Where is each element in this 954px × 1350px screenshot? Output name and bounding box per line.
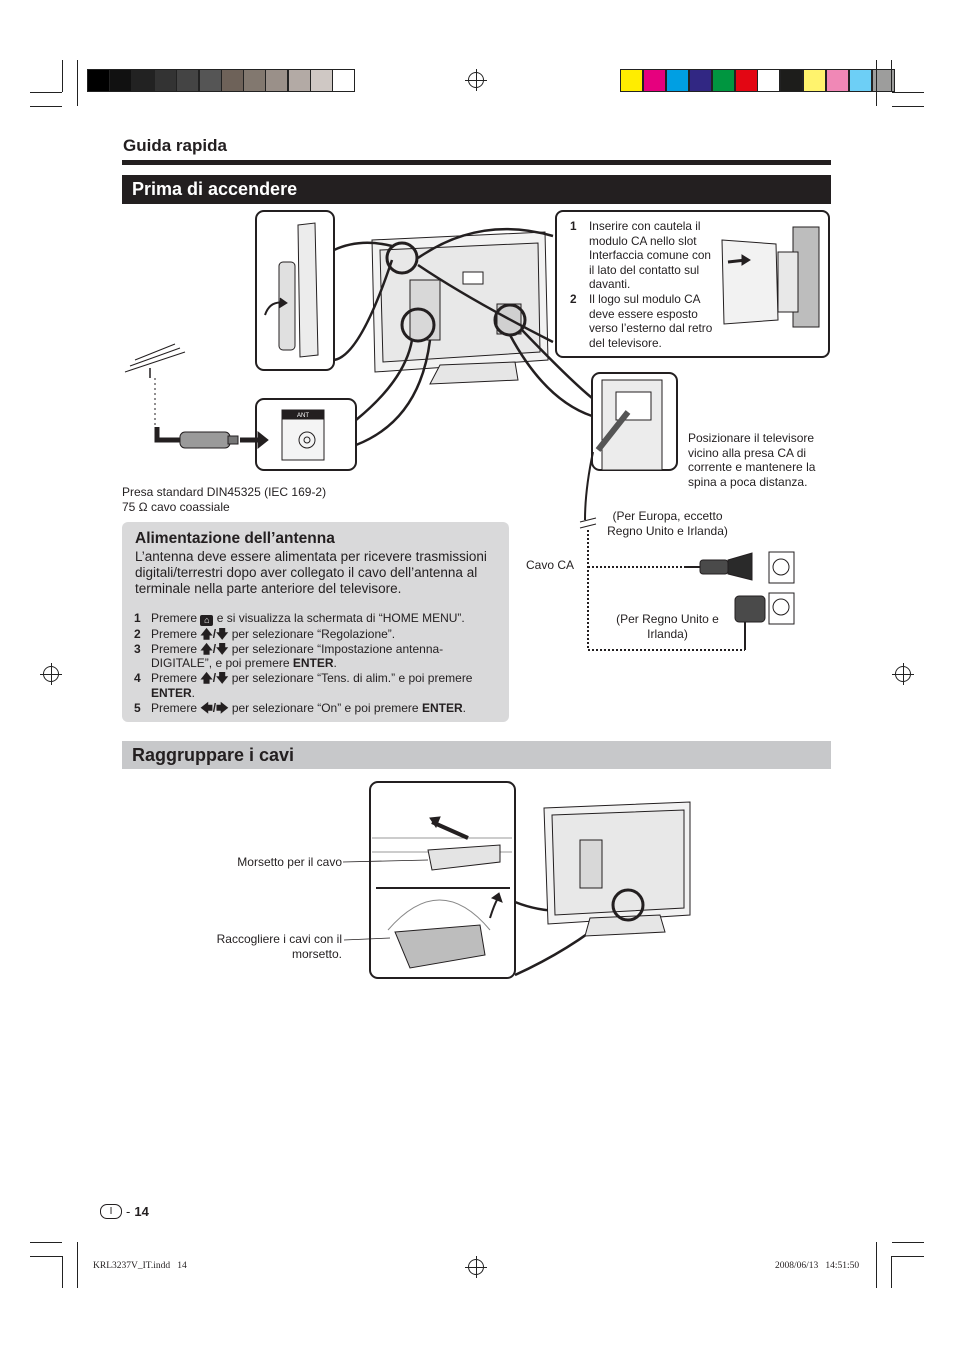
step-pre: Premere [151, 611, 201, 625]
clamp-label: Morsetto per il cavo [237, 855, 342, 869]
section-title-raggruppare: Raggruppare i cavi [122, 741, 831, 769]
language-badge: I [100, 1204, 122, 1219]
panel-step-1: 1 Premere ⌂ e si visualizza la schermata … [134, 611, 504, 626]
step-post: per selezionare “Impostazione antenna-DI… [151, 641, 444, 671]
panel-step-4: 4 Premere 🡅/🡇 per selezionare “Tens. di a… [134, 671, 504, 700]
step-pre: Premere [151, 671, 201, 685]
color-swatch [711, 69, 735, 92]
ant-port-label: ANT [297, 413, 309, 419]
antenna-caption-line1: Presa standard DIN45325 (IEC 169-2) [122, 485, 327, 499]
guide-title: Guida rapida [123, 136, 227, 155]
step-number: 1 [570, 219, 577, 233]
registration-mark-icon [40, 663, 62, 685]
crop-mark [30, 1256, 62, 1257]
grayscale-swatch [332, 69, 356, 92]
ca-step-1: 1 Inserire con cautela il modulo CA nello… [570, 219, 715, 292]
color-swatch [665, 69, 689, 92]
step-text: Inserire con cautela il modulo CA nello … [589, 219, 711, 291]
panel-step-5: 5 Premere 🡄/🡆 per selezionare “On” e poi … [134, 701, 504, 716]
cable-label: Cavo CA [526, 558, 575, 572]
antenna-caption-line2: 75 Ω cavo coassiale [122, 499, 230, 514]
panel-title: Alimentazione dell’antenna [135, 530, 335, 547]
panel-step-2: 2 Premere 🡅/🡇 per selezionare “Regolazion… [134, 627, 504, 642]
section-title-prima: Prima di accendere [122, 175, 831, 204]
crop-mark [892, 106, 924, 107]
step-tail: . [462, 700, 466, 715]
up-down-arrows-icon: 🡅/🡇 [200, 626, 229, 641]
color-swatch [757, 69, 781, 92]
crop-mark [892, 1242, 924, 1243]
crop-mark [891, 60, 892, 92]
antenna-power-panel: Alimentazione dell’antenna L’antenna dev… [122, 522, 509, 722]
step-pre: Premere [151, 626, 201, 641]
step-number: 3 [134, 641, 141, 656]
antenna-caption: Presa standard DIN45325 (IEC 169-2) 75 Ω… [122, 485, 362, 514]
up-down-arrows-icon: 🡅/🡇 [200, 641, 229, 656]
ca-step-2: 2 Il logo sul modulo CA deve essere espos… [570, 292, 715, 350]
color-swatch [642, 69, 666, 92]
step-tail: . [333, 656, 337, 670]
up-down-arrows-icon: 🡅/🡇 [200, 671, 229, 685]
step-tail: . [191, 685, 196, 700]
home-icon: ⌂ [200, 615, 214, 626]
panel-step-3: 3 Premere 🡅/🡇 per selezionare “Impostazio… [134, 642, 504, 671]
crop-mark [30, 106, 62, 107]
crop-mark [62, 1256, 63, 1288]
step-number: 1 [134, 611, 141, 625]
color-swatch [688, 69, 712, 92]
crop-mark [77, 1242, 78, 1288]
color-swatch [803, 69, 827, 92]
crop-mark [77, 60, 78, 106]
step-number: 5 [134, 700, 141, 715]
crop-mark [892, 1256, 924, 1257]
step-post: per selezionare “Tens. di alim.” e poi p… [228, 671, 473, 685]
header-rule [122, 160, 831, 165]
registration-mark-icon [892, 663, 914, 685]
color-swatch [780, 69, 804, 92]
position-note: Posizionare il televisore vicino alla pr… [688, 431, 816, 489]
color-swatch [849, 69, 872, 92]
step-number: 2 [570, 292, 577, 306]
enter-key-label: ENTER [421, 700, 463, 715]
panel-intro: L’antenna deve essere alimentata per ric… [135, 549, 487, 596]
step-post: per selezionare “Regolazione”. [228, 626, 396, 641]
crop-mark [876, 1242, 877, 1288]
step-pre: Premere [151, 641, 201, 656]
print-footer-date: 2008/06/13 14:51:50 [775, 1261, 860, 1271]
step-number: 2 [134, 626, 141, 641]
left-right-arrows-icon: 🡄/🡆 [200, 700, 229, 715]
color-swatch [620, 69, 643, 92]
europe-plug-note: (Per Europa, eccetto Regno Unito e Irlan… [607, 509, 728, 538]
page-number: I - 14 [100, 1204, 149, 1219]
step-text: Il logo sul modulo CA deve essere espost… [589, 292, 713, 350]
gather-label: Raccogliere i cavi con il morsetto. [216, 932, 342, 961]
crop-mark [892, 92, 924, 93]
step-post: e si visualizza la schermata di “HOME ME… [213, 611, 465, 625]
tv-rear-illustration [371, 231, 549, 385]
enter-key-label: ENTER [292, 656, 334, 670]
color-swatch [734, 69, 758, 92]
color-swatch [826, 69, 850, 92]
registration-mark-icon [465, 69, 487, 91]
color-swatch [871, 69, 895, 92]
crop-mark [30, 92, 62, 93]
page-number-separator: - [126, 1204, 131, 1219]
uk-plug-note: (Per Regno Unito e Irlanda) [616, 612, 719, 641]
ca-module-steps: 1 Inserire con cautela il modulo CA nello… [570, 219, 715, 351]
step-pre: Premere [151, 700, 201, 715]
cable-clamp-diagram [342, 781, 691, 979]
crop-mark [62, 60, 63, 92]
page-number-value: 14 [134, 1204, 149, 1219]
print-footer-file: KRL3237V_IT.indd 14 [93, 1261, 187, 1271]
crop-mark [30, 1242, 62, 1243]
ca-module-illustration [721, 226, 820, 328]
step-post: per selezionare “On” e poi premere [228, 700, 422, 715]
crop-mark [876, 60, 877, 106]
connection-diagram: ANT [124, 210, 795, 651]
step-number: 4 [134, 671, 141, 685]
registration-mark-icon [465, 1256, 487, 1278]
enter-key-label: ENTER [151, 685, 192, 700]
crop-mark [891, 1256, 892, 1288]
